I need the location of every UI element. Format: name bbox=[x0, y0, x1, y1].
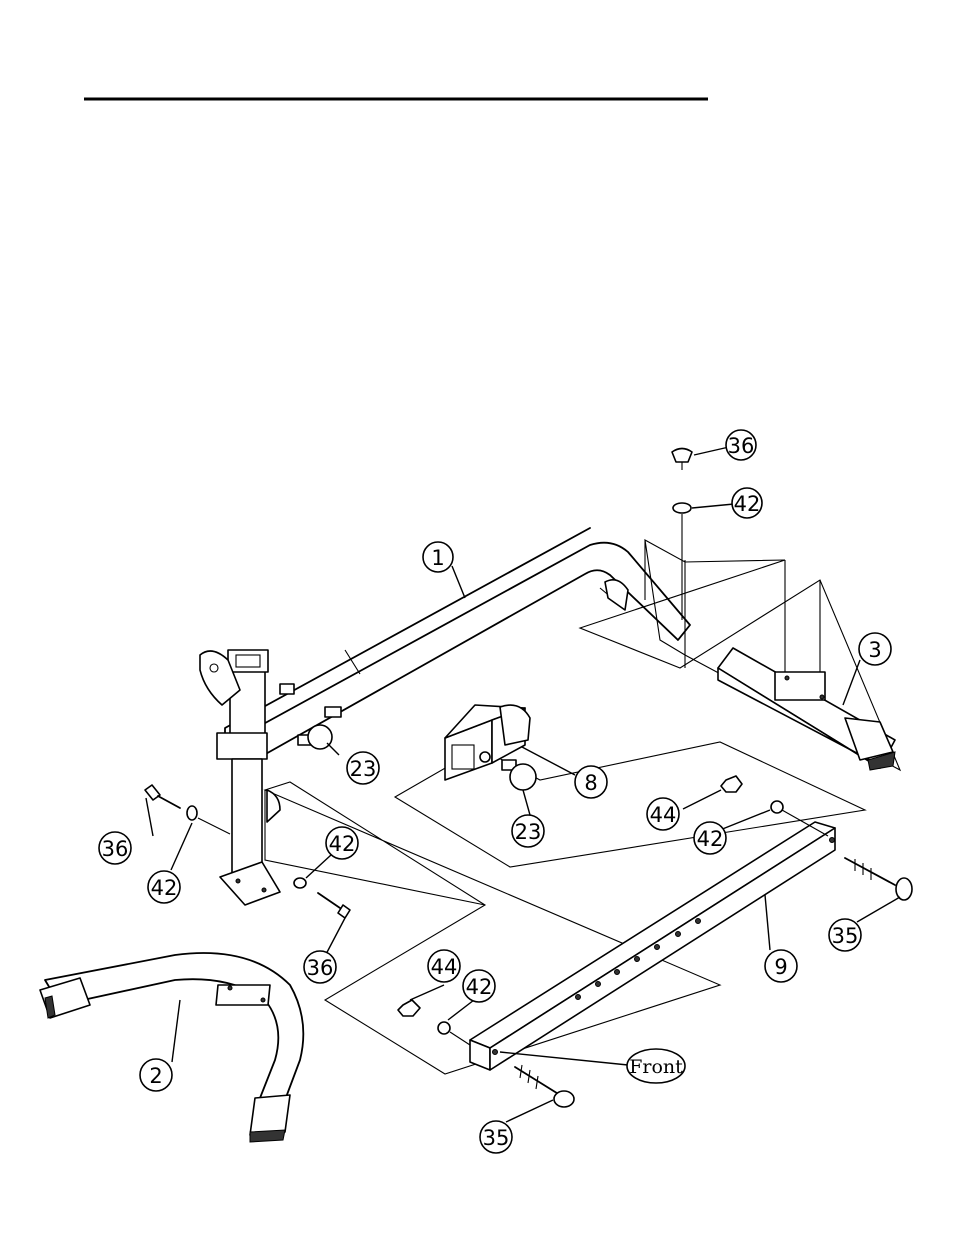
callout-42-right-label: 42 bbox=[697, 827, 724, 851]
callout-42-center-label: 42 bbox=[329, 832, 356, 856]
callout-2-label: 2 bbox=[149, 1064, 162, 1088]
callout-8-label: 8 bbox=[584, 771, 597, 795]
front-label: Front bbox=[629, 1056, 683, 1078]
callout-42-top-label: 42 bbox=[734, 492, 761, 516]
callout-23-seat-label: 23 bbox=[515, 820, 542, 844]
rear-foot bbox=[718, 648, 895, 770]
callout-44-right-label: 44 bbox=[650, 803, 677, 827]
callout-9-label: 9 bbox=[774, 955, 787, 979]
callout-3-label: 3 bbox=[868, 638, 881, 662]
callout-42-lower-label: 42 bbox=[466, 975, 493, 999]
callout-36-top: 36 bbox=[726, 430, 756, 460]
main-frame bbox=[200, 528, 690, 905]
callout-9: 9 bbox=[765, 950, 797, 982]
callout-35-right: 35 bbox=[829, 919, 861, 951]
callout-35-right-label: 35 bbox=[832, 924, 859, 948]
callout-42-left-label: 42 bbox=[151, 876, 178, 900]
callout-44-right: 44 bbox=[647, 798, 679, 830]
callout-42-left: 42 bbox=[148, 871, 180, 903]
knob-frame bbox=[298, 725, 332, 749]
front-crossbar bbox=[470, 822, 835, 1070]
callout-2: 2 bbox=[140, 1059, 172, 1091]
callout-1-label: 1 bbox=[431, 546, 444, 570]
callout-23-frame: 23 bbox=[347, 752, 379, 784]
callout-36-center-label: 36 bbox=[307, 956, 334, 980]
callout-front: Front bbox=[627, 1049, 685, 1083]
callout-44-lower: 44 bbox=[428, 950, 460, 982]
callout-42-lower: 42 bbox=[463, 970, 495, 1002]
callout-35-lower: 35 bbox=[480, 1121, 512, 1153]
callout-23-frame-label: 23 bbox=[350, 757, 377, 781]
front-base bbox=[40, 953, 303, 1142]
callout-8: 8 bbox=[575, 766, 607, 798]
callout-36-left-label: 36 bbox=[102, 837, 129, 861]
callout-36-top-label: 36 bbox=[728, 434, 755, 458]
callout-42-right: 42 bbox=[694, 822, 726, 854]
callout-36-left: 36 bbox=[99, 832, 131, 864]
callout-1: 1 bbox=[423, 542, 453, 572]
callout-3: 3 bbox=[859, 633, 891, 665]
callout-42-center: 42 bbox=[326, 827, 358, 859]
callout-42-top: 42 bbox=[732, 488, 762, 518]
callout-44-lower-label: 44 bbox=[431, 955, 458, 979]
callout-23-seat: 23 bbox=[512, 815, 544, 847]
callout-36-center: 36 bbox=[304, 951, 336, 983]
callout-35-lower-label: 35 bbox=[483, 1126, 510, 1150]
